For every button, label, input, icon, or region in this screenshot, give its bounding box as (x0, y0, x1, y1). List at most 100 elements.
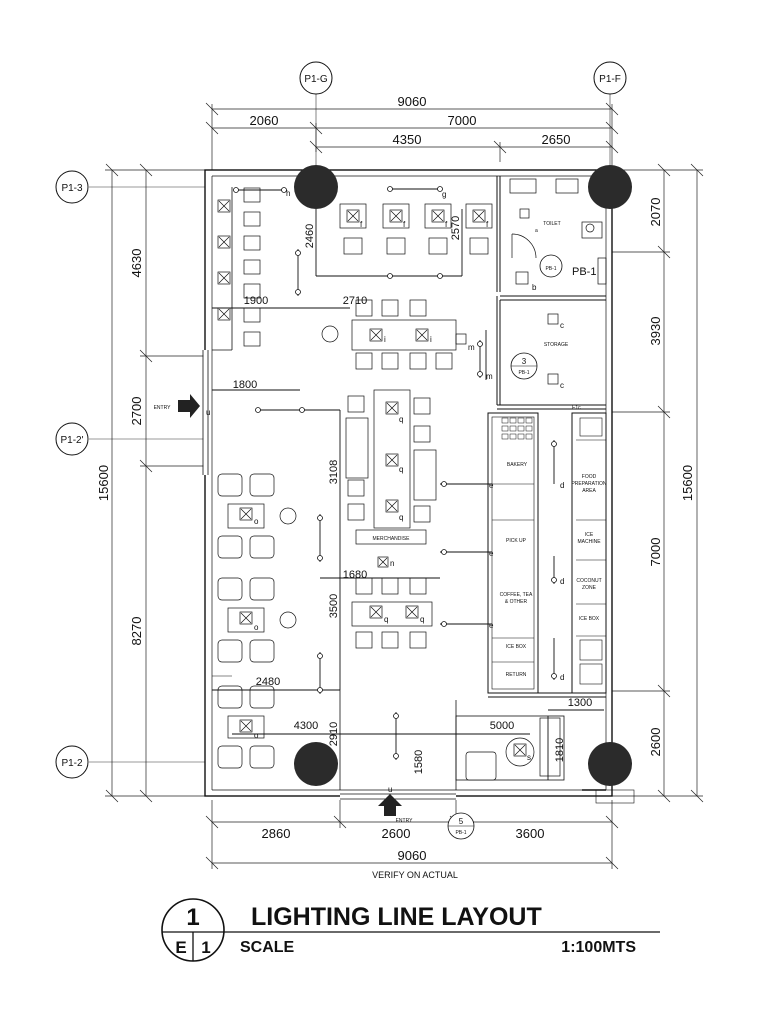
lighting-line-wiring (212, 188, 604, 780)
room-label-e1c: E1c (572, 405, 581, 411)
dim-bottom-3600: 3600 (516, 826, 545, 841)
svg-text:2910: 2910 (328, 722, 340, 746)
svg-text:1680: 1680 (343, 569, 367, 581)
svg-text:i: i (430, 335, 432, 344)
svg-text:P1-G: P1-G (304, 74, 328, 85)
dim-bottom-2860: 2860 (262, 826, 291, 841)
room-label-food-prep-1: FOOD (582, 474, 597, 480)
entry-label-bottom: ENTRY (396, 818, 414, 824)
svg-text:2710: 2710 (343, 295, 367, 307)
grid-bubble-p1-2prime: P1-2' (55, 422, 89, 456)
room-label-coffee-2: & OTHER (505, 599, 528, 605)
svg-text:1800: 1800 (233, 379, 257, 391)
svg-text:i: i (384, 335, 386, 344)
sheet-number: 1 (201, 938, 210, 957)
dim-right-total: 15600 (680, 465, 695, 501)
room-label-ice-machine-1: ICE (585, 532, 594, 538)
dim-right-7000: 7000 (648, 538, 663, 567)
dining-tables-mid (351, 577, 433, 649)
svg-text:1580: 1580 (413, 750, 425, 774)
svg-text:m: m (486, 372, 493, 381)
wiring-switch-dots (233, 186, 557, 759)
dim-bottom-total: 9060 (398, 848, 427, 863)
scale-value: 1:100MTS (561, 939, 636, 956)
callout-3: 3 PB-1 (510, 352, 538, 380)
centre-counter (345, 389, 437, 545)
booth-seating-top-left (243, 187, 261, 347)
kitchen-dividers (492, 417, 606, 685)
grid-bubble-p1-3: P1-3 (55, 170, 89, 204)
svg-text:e: e (489, 621, 494, 630)
structural-columns (294, 165, 632, 786)
svg-text:c: c (560, 381, 564, 390)
svg-text:PB-1: PB-1 (518, 370, 529, 376)
svg-text:P1-F: P1-F (599, 74, 621, 85)
dim-left-total: 15600 (96, 465, 111, 501)
dim-left-4630: 4630 (129, 249, 144, 278)
fixture-tag-b: b (532, 283, 537, 292)
svg-text:f: f (403, 220, 406, 229)
svg-text:PB-1: PB-1 (545, 266, 556, 272)
panel-board-label: PB-1 (572, 266, 596, 278)
svg-text:1810: 1810 (554, 738, 566, 762)
svg-text:5000: 5000 (490, 720, 514, 732)
sheet-letter: E (175, 938, 186, 957)
room-label-storage: STORAGE (544, 342, 569, 348)
drawing-title: LIGHTING LINE LAYOUT (251, 903, 542, 931)
dim-top-2060: 2060 (250, 113, 279, 128)
bottom-lounge (465, 717, 561, 781)
svg-text:d: d (560, 673, 564, 682)
svg-text:m: m (468, 343, 475, 352)
svg-text:1900: 1900 (244, 295, 268, 307)
drawing-number: 1 (186, 904, 199, 931)
room-label-food-prep-2: PREPARATION (571, 481, 606, 487)
scale-label: SCALE (240, 939, 295, 956)
svg-text:3108: 3108 (328, 460, 340, 484)
lounge-armchairs (217, 473, 297, 769)
svg-text:d: d (560, 577, 564, 586)
room-label-food-prep-3: AREA (582, 488, 596, 494)
svg-text:o: o (254, 517, 259, 526)
dim-left-2700: 2700 (129, 397, 144, 426)
svg-text:q: q (399, 415, 403, 424)
room-label-coffee-1: COFFEE, TEA (500, 592, 533, 598)
fixture-tag-a: a (535, 228, 538, 234)
room-label-return: RETURN (506, 672, 527, 678)
fixture-tags: h g f f f f i i m m u q q q o o o n q q … (206, 189, 564, 794)
svg-text:n: n (390, 559, 394, 568)
verify-on-actual-note: VERIFY ON ACTUAL (372, 870, 458, 880)
room-label-ice-machine-2: MACHINE (577, 539, 601, 545)
svg-text:o: o (254, 731, 259, 740)
svg-text:P1-3: P1-3 (61, 183, 83, 194)
dim-top-4350: 4350 (393, 132, 422, 147)
dim-right-2600: 2600 (648, 728, 663, 757)
right-dimensions (612, 163, 704, 803)
svg-text:h: h (286, 189, 290, 198)
svg-text:u: u (388, 785, 392, 794)
bottom-dimensions (205, 800, 619, 870)
dim-right-2070: 2070 (648, 198, 663, 227)
bakery-counter-marks (501, 417, 533, 440)
grid-bubble-p1-2: P1-2 (55, 745, 89, 779)
svg-text:PB-1: PB-1 (455, 830, 466, 836)
top-dimensions (205, 102, 619, 170)
interior-dimension-labels: 2460 2570 1900 2710 1800 3108 1680 3500 … (233, 216, 592, 774)
room-label-ice-box-left: ICE BOX (506, 644, 527, 650)
svg-text:g: g (442, 190, 446, 199)
dining-tables-top (321, 203, 493, 370)
svg-text:q: q (420, 615, 424, 624)
entry-arrow-bottom (378, 794, 402, 816)
svg-text:q: q (384, 615, 388, 624)
dim-right-3930: 3930 (648, 317, 663, 346)
title-block (161, 898, 660, 962)
svg-text:u: u (206, 408, 210, 417)
merchandise-label: MERCHANDISE (373, 536, 411, 542)
dim-top-7000: 7000 (448, 113, 477, 128)
svg-text:s: s (527, 753, 531, 762)
svg-text:5: 5 (459, 817, 464, 826)
grid-bubble-p1g: P1-G (299, 61, 333, 95)
svg-text:c: c (560, 321, 564, 330)
room-label-toilet: TOILET (543, 221, 560, 227)
svg-text:d: d (560, 481, 564, 490)
svg-text:f: f (486, 220, 489, 229)
